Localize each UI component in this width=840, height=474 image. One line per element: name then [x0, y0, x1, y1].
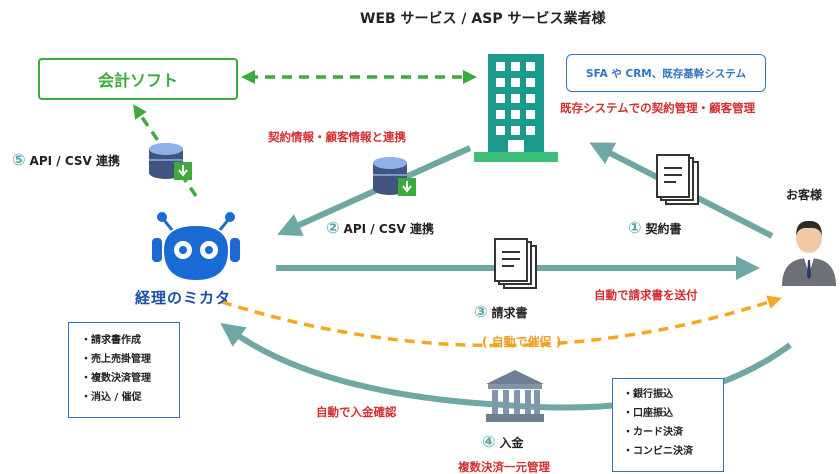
bank-icon: [486, 370, 544, 422]
invoice-document-icon: [494, 238, 537, 289]
auto-send-label: 自動で請求書を送付: [594, 288, 698, 302]
features-list: 請求書作成売上売掛管理複数決済管理消込 / 催促: [81, 331, 179, 407]
auto-remind-arrow: [221, 295, 782, 348]
payment-methods-box: 銀行振込口座振込カード決済コンビニ決済: [612, 378, 724, 472]
feature-item: 複数決済管理: [81, 369, 179, 388]
sfa-crm-label: SFA や CRM、既存基幹システム: [586, 67, 746, 80]
payment-method-item: カード決済: [623, 423, 723, 442]
page-title: WEB サービス / ASP サービス業者様: [360, 11, 606, 27]
feature-item: 請求書作成: [81, 331, 179, 350]
contract-document-icon: [656, 154, 699, 205]
feature-item: 消込 / 催促: [81, 388, 179, 407]
step3-text: 請求書: [491, 306, 528, 320]
payment-methods-list: 銀行振込口座振込カード決済コンビニ決済: [623, 385, 723, 461]
contract-link-caption: 契約情報・顧客情報と連携: [268, 130, 406, 144]
robot-mascot-icon: [152, 212, 240, 280]
payment-method-item: 銀行振込: [623, 385, 723, 404]
step2-number: ②: [326, 218, 340, 237]
step5-text: API / CSV 連携: [29, 154, 120, 168]
database-sync-icon: [373, 157, 416, 196]
step1-text: 契約書: [645, 222, 682, 236]
customer-label: お客様: [786, 188, 823, 202]
payment-method-item: コンビニ決済: [623, 442, 723, 461]
step1-number: ①: [628, 218, 642, 237]
database-icon: [149, 143, 192, 180]
step5-number: ⑤: [12, 150, 26, 169]
step2-text: API / CSV 連携: [343, 222, 434, 236]
step4-text: 入金: [499, 436, 524, 450]
brand-name: 経理のミカタ: [135, 289, 232, 307]
payment-method-item: 口座振込: [623, 404, 723, 423]
customer-person-icon: [782, 220, 836, 286]
step3-number: ③: [474, 302, 488, 321]
auto-confirm-label: 自動で入金確認: [316, 405, 397, 419]
existing-system-caption: 既存システムでの契約管理・顧客管理: [560, 101, 756, 115]
feature-item: 売上売掛管理: [81, 350, 179, 369]
features-box: 請求書作成売上売掛管理複数決済管理消込 / 催促: [68, 322, 180, 418]
auto-remind-label: ( 自動で催促 ): [482, 335, 562, 349]
sfa-crm-box: SFA や CRM、既存基幹システム: [566, 54, 766, 92]
accounting-software-label: 会計ソフト: [97, 71, 178, 90]
office-building-icon: [474, 54, 558, 162]
step4-number: ④: [482, 432, 496, 451]
multi-payment-label: 複数決済一元管理: [458, 460, 550, 474]
accounting-software-box: 会計ソフト: [38, 58, 238, 100]
